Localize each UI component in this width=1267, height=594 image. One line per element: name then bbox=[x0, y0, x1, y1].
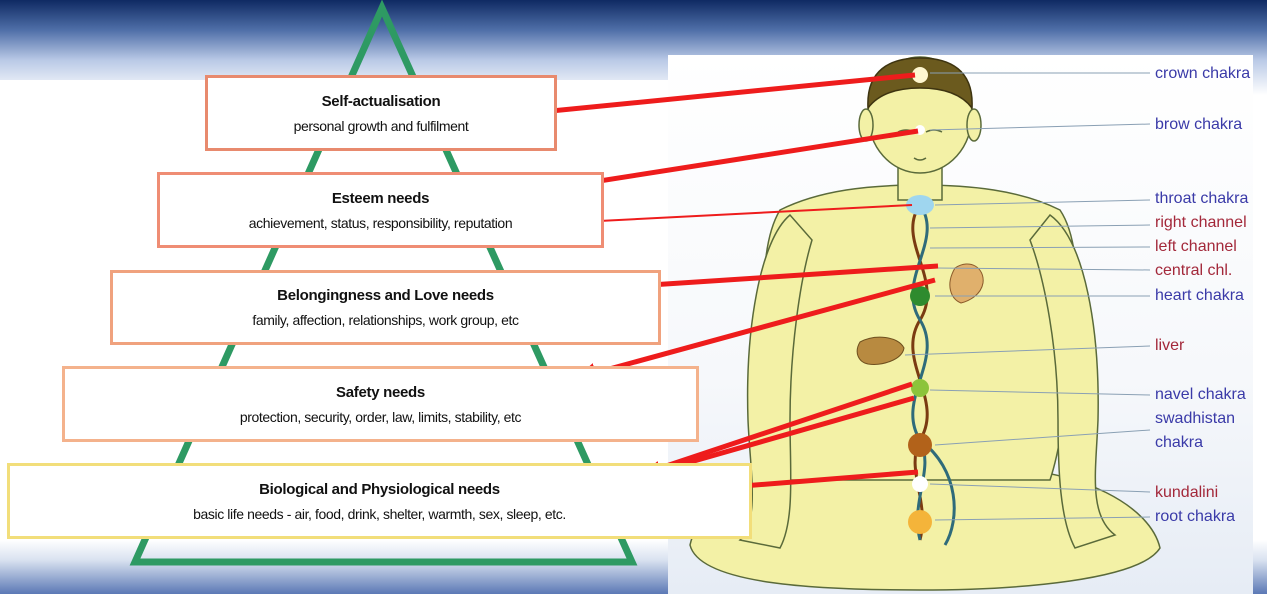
level-title: Esteem needs bbox=[160, 190, 601, 207]
label-swadhistan-chakra: chakra bbox=[1155, 434, 1203, 452]
heart-chakra-dot bbox=[910, 286, 930, 306]
meditating-figure bbox=[690, 57, 1160, 590]
level-title: Biological and Physiological needs bbox=[10, 481, 749, 498]
label-root-chakra: root chakra bbox=[1155, 508, 1235, 526]
swadhistan-chakra-dot bbox=[908, 433, 932, 457]
label-heart-chakra: heart chakra bbox=[1155, 287, 1244, 305]
level-title: Self-actualisation bbox=[208, 93, 554, 110]
label-brow-chakra: brow chakra bbox=[1155, 116, 1242, 134]
level-belongingness: Belongingness and Love needs family, aff… bbox=[110, 270, 661, 345]
label-left-channel: left channel bbox=[1155, 238, 1237, 256]
level-description: basic life needs - air, food, drink, she… bbox=[10, 506, 749, 522]
level-title: Belongingness and Love needs bbox=[113, 287, 658, 304]
label-central-channel: central chl. bbox=[1155, 262, 1232, 280]
level-physiological: Biological and Physiological needs basic… bbox=[7, 463, 752, 539]
label-crown-chakra: crown chakra bbox=[1155, 65, 1250, 83]
level-title: Safety needs bbox=[65, 384, 696, 401]
label-liver: liver bbox=[1155, 337, 1184, 355]
level-safety: Safety needs protection, security, order… bbox=[62, 366, 699, 442]
level-description: achievement, status, responsibility, rep… bbox=[160, 215, 601, 231]
label-kundalini: kundalini bbox=[1155, 484, 1218, 502]
navel-chakra-dot bbox=[911, 379, 929, 397]
level-self-actualisation: Self-actualisation personal growth and f… bbox=[205, 75, 557, 151]
label-navel-chakra: navel chakra bbox=[1155, 386, 1246, 404]
level-esteem: Esteem needs achievement, status, respon… bbox=[157, 172, 604, 248]
label-throat-chakra: throat chakra bbox=[1155, 190, 1248, 208]
kundalini-dot bbox=[912, 476, 928, 492]
root-chakra-dot bbox=[908, 510, 932, 534]
level-description: family, affection, relationships, work g… bbox=[113, 312, 658, 328]
level-description: protection, security, order, law, limits… bbox=[65, 409, 696, 425]
level-description: personal growth and fulfilment bbox=[208, 118, 554, 134]
label-right-channel: right channel bbox=[1155, 214, 1247, 232]
label-swadhistan: swadhistan bbox=[1155, 410, 1235, 428]
